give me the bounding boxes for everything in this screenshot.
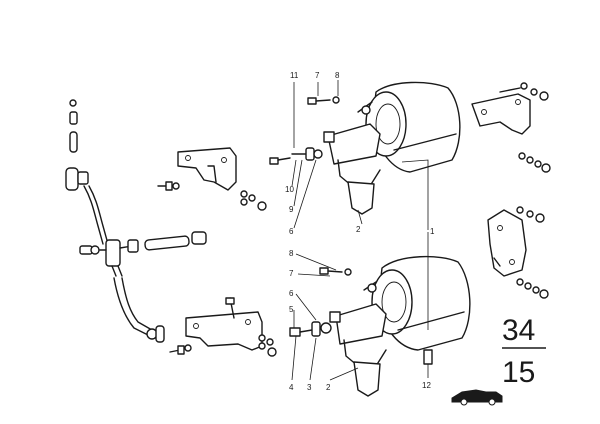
callout-2-bottom: 2 (326, 383, 331, 392)
callout-6-bottom: 6 (289, 289, 294, 298)
lower-right-bracket (487, 206, 549, 299)
car-silhouette-icon (451, 389, 503, 406)
callout-8-top: 8 (335, 71, 340, 80)
upper-right-bracket (471, 82, 551, 173)
group-code-sub: 15 (502, 356, 535, 389)
callout-9: 9 (289, 205, 294, 214)
lower-fasteners (289, 267, 433, 365)
upper-fasteners (269, 96, 340, 165)
callout-7-top: 7 (315, 71, 320, 80)
brake-line-assembly (65, 99, 207, 343)
callout-3: 3 (307, 383, 312, 392)
upper-left-bracket (157, 147, 267, 211)
leader-lines (291, 80, 429, 381)
callout-10: 10 (285, 185, 294, 194)
callout-8-bottom: 8 (289, 249, 294, 258)
lower-left-bracket (169, 297, 277, 357)
callout-1: 1 (430, 227, 435, 236)
callout-11: 11 (290, 71, 299, 80)
group-code-main: 34 (502, 314, 535, 347)
callout-5: 5 (289, 305, 294, 314)
callout-12: 12 (422, 381, 431, 390)
callout-4: 4 (289, 383, 294, 392)
callout-6-top: 6 (289, 227, 294, 236)
callout-7-bottom: 7 (289, 269, 294, 278)
upper-brake-booster (323, 81, 461, 215)
group-code: 34 15 (502, 314, 546, 389)
lower-brake-booster (329, 255, 471, 397)
callout-2-top: 2 (356, 225, 361, 234)
callout-labels: 11 7 8 10 9 6 2 1 8 7 6 5 4 3 2 12 (285, 71, 435, 392)
